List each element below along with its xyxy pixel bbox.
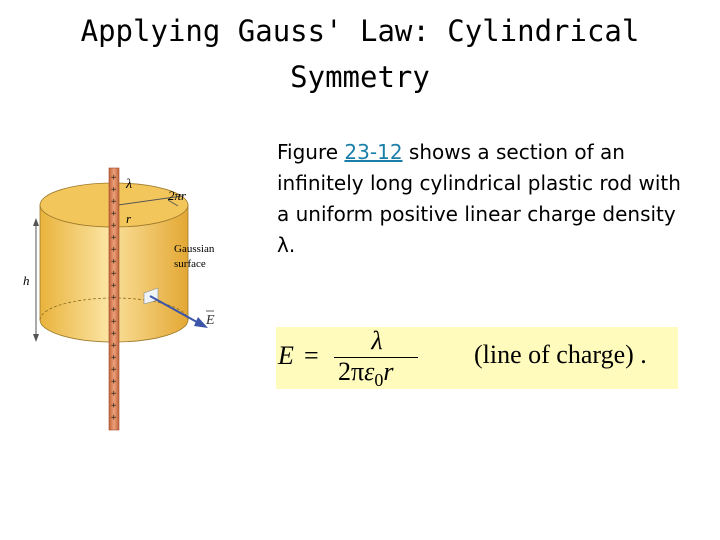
description-rest: shows a section of an infinitely long cy…: [277, 140, 681, 257]
rod-plus-sign: +: [111, 317, 117, 327]
rod-plus-sign: +: [111, 245, 117, 255]
denominator-subscript: 0: [374, 370, 384, 391]
figure-reference-link[interactable]: 23-12: [344, 140, 403, 164]
description-prefix: Figure: [277, 140, 345, 164]
charged-rod: [108, 167, 120, 431]
rod-plus-sign: +: [111, 377, 117, 387]
equation-numerator: λ: [371, 326, 383, 355]
rod-plus-sign: +: [111, 305, 117, 315]
equation-denominator: 2πε0r: [338, 357, 394, 391]
circumference-leader: [167, 199, 179, 207]
rod-plus-sign: +: [111, 365, 117, 375]
rod-plus-sign: +: [111, 173, 117, 183]
rod-charge-signs: + + + + + + + + + + + + + + + + + + + + +: [111, 173, 117, 423]
radius-line: [117, 195, 183, 206]
rod-plus-sign: +: [111, 233, 117, 243]
fraction-bar: [334, 357, 418, 358]
rod-plus-sign: +: [111, 341, 117, 351]
field-equation: E = λ 2πε0r (line of charge) .: [276, 326, 678, 391]
cylinder-diagram: + + + + + + + + + + + + + + + + + + + + + h λ 2πr r Gaussian…: [23, 167, 215, 431]
height-label: h: [23, 273, 30, 288]
radius-label: r: [126, 211, 132, 226]
field-arrow-head: [194, 317, 208, 328]
rod-plus-sign: +: [111, 401, 117, 411]
denominator-coeff: 2π: [338, 357, 365, 386]
lambda-label: λ: [125, 177, 132, 192]
circumference-label: 2πr: [168, 188, 187, 203]
rod-plus-sign: +: [111, 413, 117, 423]
slide-title: Applying Gauss' Law: Cylindrical Symmetr…: [40, 8, 680, 100]
rod-plus-sign: +: [111, 293, 117, 303]
equation-note: (line of charge) .: [474, 340, 647, 369]
rod-plus-sign: +: [111, 221, 117, 231]
rod-plus-sign: +: [111, 329, 117, 339]
rod-plus-sign: +: [111, 257, 117, 267]
rod-plus-sign: +: [111, 197, 117, 207]
field-arrow-shaft: [149, 295, 205, 327]
equation-lhs: E: [278, 341, 294, 370]
rod-plus-sign: +: [111, 209, 117, 219]
height-arrow-bottom: [33, 334, 39, 342]
title-line-2: Symmetry: [290, 60, 430, 94]
gaussian-surface-label-2: surface: [174, 258, 206, 270]
gaussian-surface-label-1: Gaussian: [174, 243, 215, 255]
denominator-epsilon: ε: [364, 357, 375, 386]
title-line-1: Applying Gauss' Law: Cylindrical: [80, 14, 640, 48]
height-arrow-top: [33, 218, 39, 226]
rod-plus-sign: +: [111, 389, 117, 399]
equation-equals: =: [304, 341, 319, 370]
description-paragraph: Figure 23-12 shows a section of an infin…: [277, 137, 697, 261]
gaussian-cylinder-figure: + + + + + + + + + + + + + + + + + + + + + h λ 2πr r Gaussian…: [20, 160, 270, 435]
rod-plus-sign: +: [111, 185, 117, 195]
denominator-r: r: [383, 357, 394, 386]
rod-plus-sign: +: [111, 269, 117, 279]
field-label: E: [205, 313, 215, 328]
rod-plus-sign: +: [111, 353, 117, 363]
rod-plus-sign: +: [111, 281, 117, 291]
